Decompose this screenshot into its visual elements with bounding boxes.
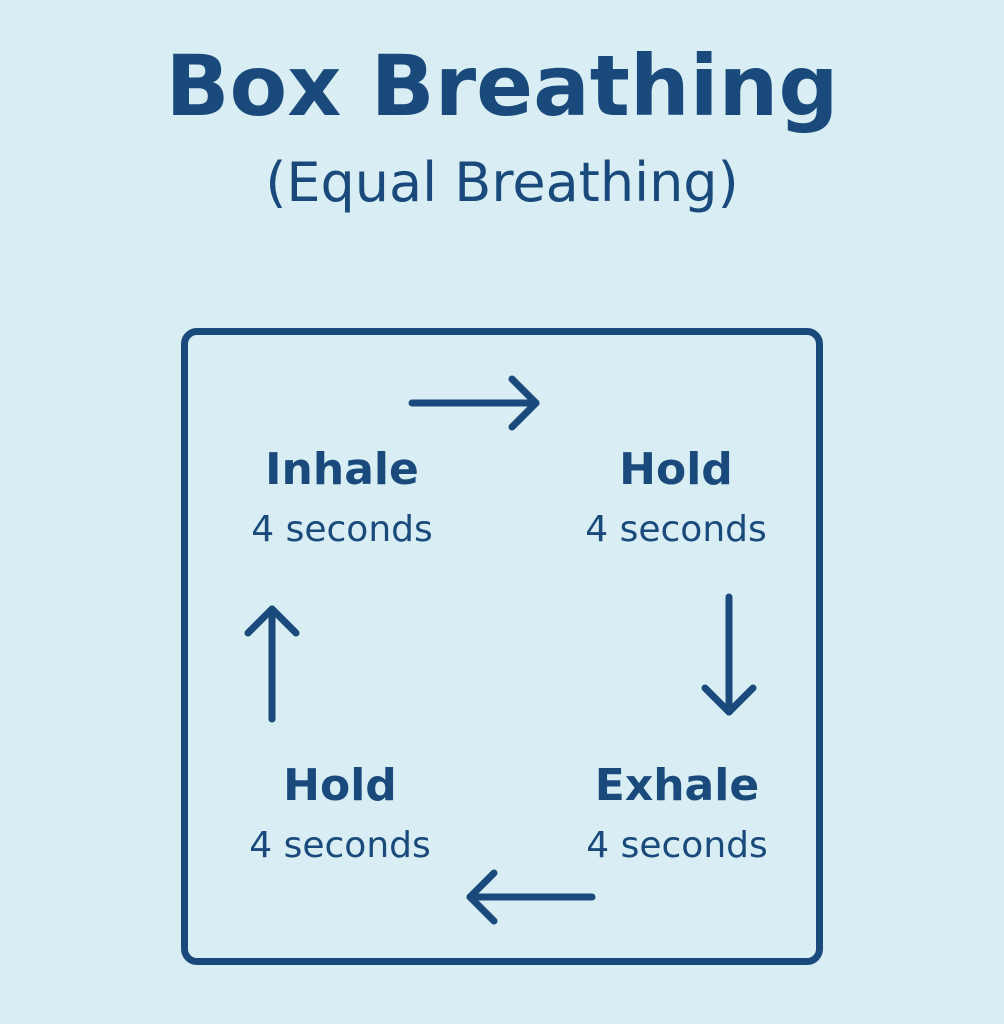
page-subtitle: (Equal Breathing) <box>265 151 739 214</box>
step-name: Inhale <box>265 444 419 495</box>
step-hold-top: Hold 4 seconds <box>546 442 806 554</box>
arrow-up-icon <box>244 605 300 723</box>
breathing-box-frame <box>181 328 823 965</box>
step-name: Hold <box>283 760 397 811</box>
step-name: Exhale <box>594 760 760 811</box>
step-duration: 4 seconds <box>586 825 768 866</box>
step-duration: 4 seconds <box>251 509 433 550</box>
arrow-down-icon <box>701 593 757 716</box>
arrow-left-icon <box>466 869 596 925</box>
step-exhale: Exhale 4 seconds <box>547 758 807 870</box>
step-duration: 4 seconds <box>249 825 431 866</box>
step-inhale: Inhale 4 seconds <box>212 442 472 554</box>
page-title: Box Breathing <box>165 37 839 135</box>
step-duration: 4 seconds <box>585 509 767 550</box>
step-name: Hold <box>619 444 733 495</box>
arrow-right-icon <box>408 375 540 431</box>
step-hold-bottom: Hold 4 seconds <box>210 758 470 870</box>
